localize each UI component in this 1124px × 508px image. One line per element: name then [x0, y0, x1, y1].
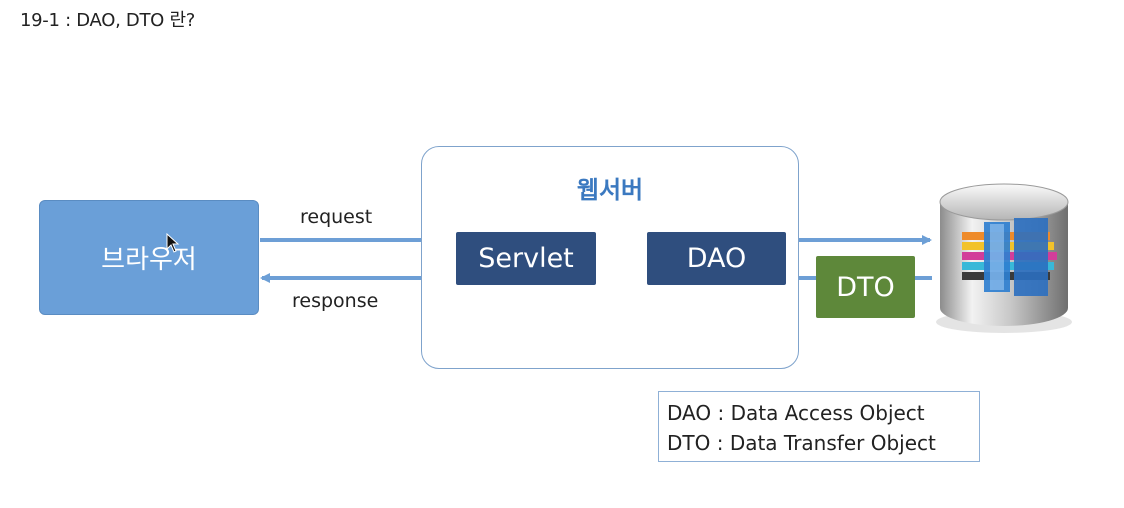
- browser-box: 브라우저: [39, 200, 259, 315]
- dto-box: DTO: [816, 256, 915, 318]
- legend-dao-line: DAO : Data Access Object: [667, 401, 925, 425]
- legend-dto-line: DTO : Data Transfer Object: [667, 431, 936, 455]
- webserver-label: 웹서버: [576, 176, 644, 204]
- request-label: request: [300, 206, 373, 228]
- database-icon: [936, 183, 1072, 333]
- dto-label: DTO: [836, 271, 895, 303]
- page-title: 19-1 : DAO, DTO 란?: [20, 10, 195, 31]
- legend-box: DAO : Data Access Object DTO : Data Tran…: [658, 391, 980, 462]
- servlet-box: Servlet: [456, 232, 596, 285]
- dao-box: DAO: [647, 232, 786, 285]
- servlet-label: Servlet: [478, 243, 574, 274]
- response-label: response: [292, 290, 379, 312]
- move-cursor-icon: [166, 233, 180, 253]
- browser-label: 브라우저: [101, 245, 197, 275]
- dao-label: DAO: [686, 243, 747, 274]
